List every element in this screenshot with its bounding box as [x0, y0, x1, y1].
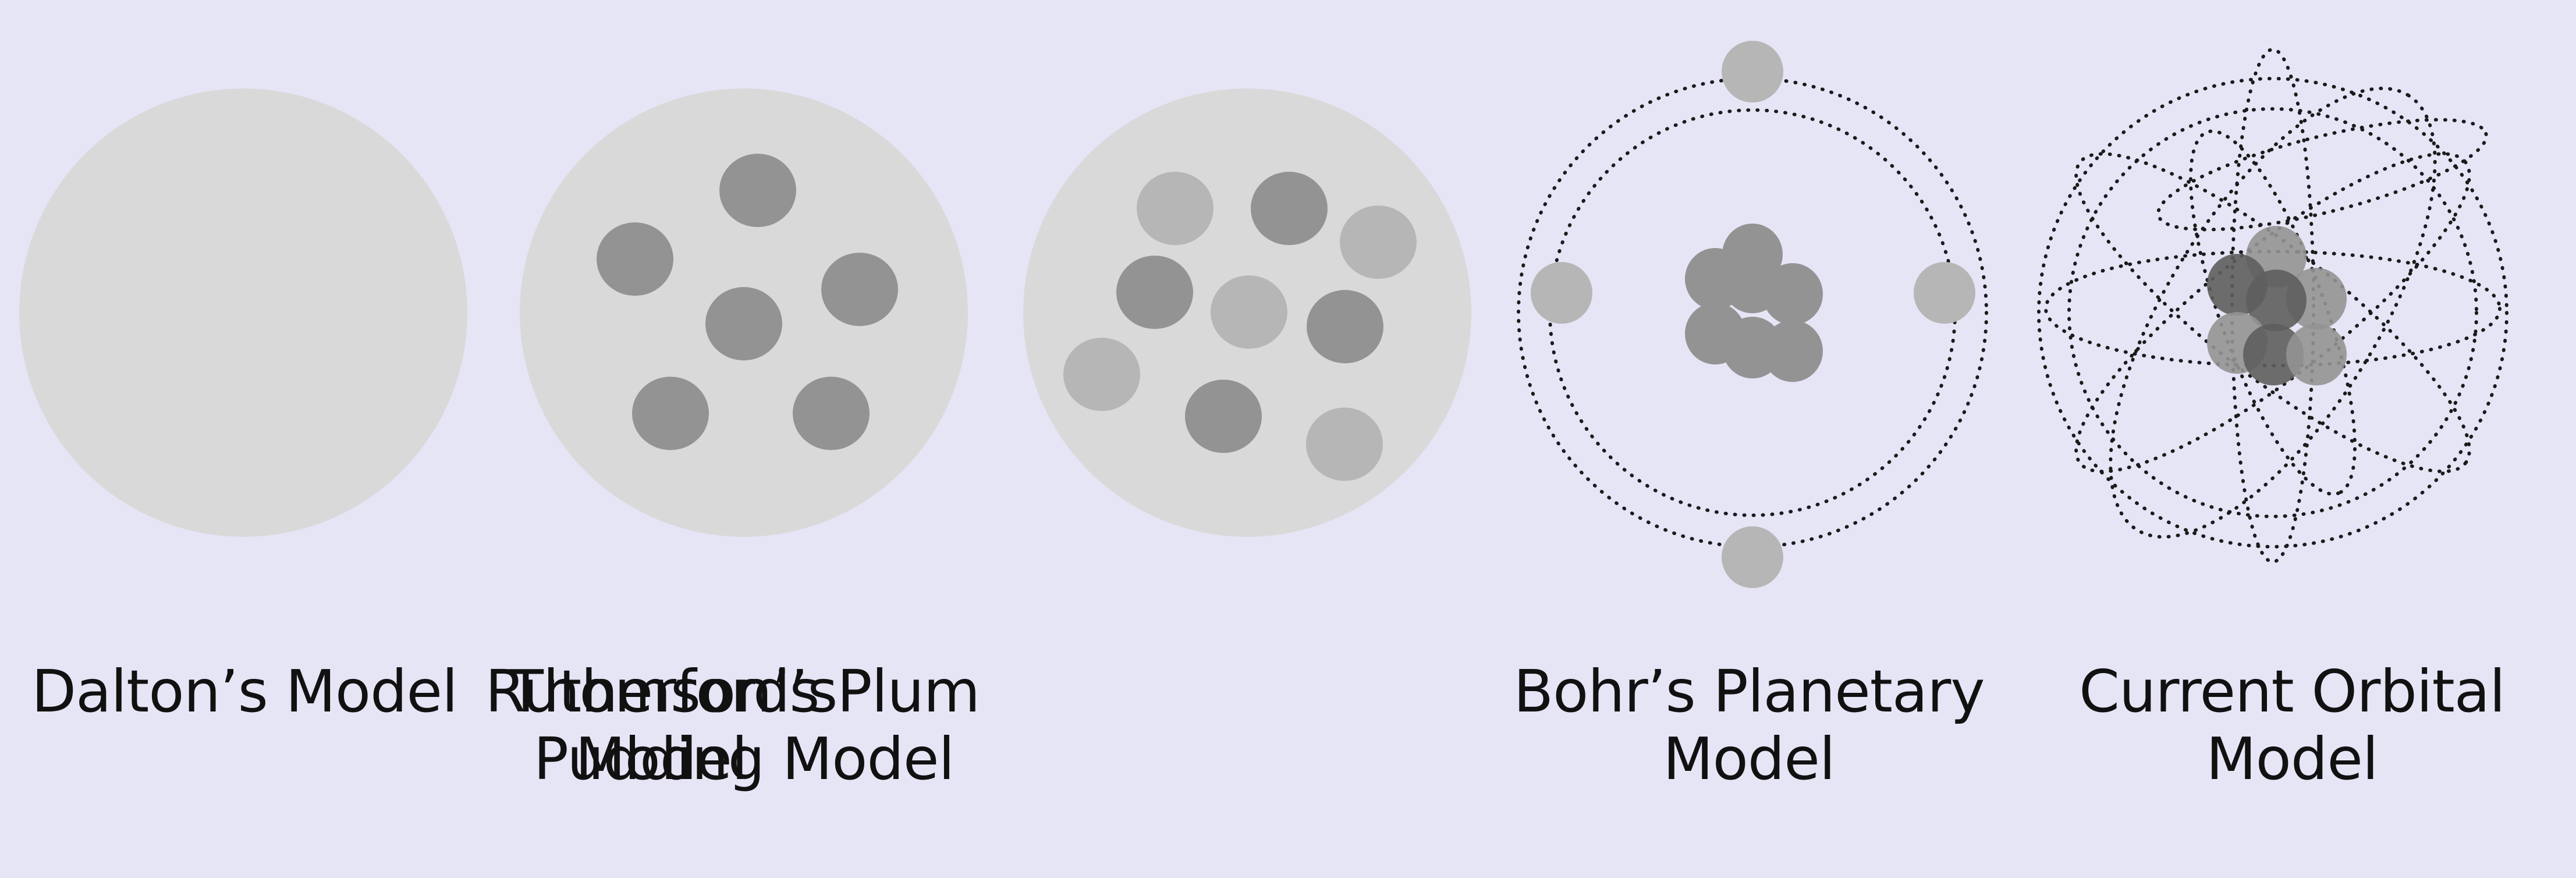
- thomson-electron: [793, 377, 870, 450]
- rutherford-light-particle: [1063, 338, 1140, 411]
- rutherford-model: [1023, 88, 1471, 537]
- current-orbital-model: [2037, 48, 2508, 564]
- orbital-ellipse: [2074, 152, 2471, 473]
- nucleus-particle: [2243, 324, 2304, 385]
- dalton-model: [19, 88, 467, 537]
- caption-dalton-model: Dalton’s Model: [31, 657, 458, 725]
- caption-rutherford-model: Rutherford’s Model: [485, 657, 838, 793]
- rutherford-dark-particle: [1185, 380, 1262, 453]
- rutherford-light-particle: [1306, 408, 1383, 481]
- orbital-ring: [2037, 77, 2508, 548]
- dalton-solid-sphere: [19, 88, 467, 537]
- nucleus-particle: [1762, 320, 1823, 382]
- bohr-outer-orbit: [1517, 77, 1988, 548]
- thomson-electron: [719, 154, 796, 227]
- bohr-electron: [1722, 41, 1783, 102]
- thomson-electron: [597, 222, 673, 296]
- caption-thomson-model: Thomson’s Plum Pudding Model: [508, 657, 980, 793]
- orbital-nucleus: [2207, 226, 2347, 385]
- nucleus-particle: [2246, 270, 2307, 331]
- bohr-electron: [1531, 262, 1592, 324]
- rutherford-dark-particle: [1116, 256, 1193, 329]
- caption-current-orbital-model: Current Orbital Model: [2079, 657, 2506, 793]
- rutherford-dark-particle: [1251, 172, 1328, 245]
- orbital-ring: [2067, 107, 2478, 518]
- bohr-electron: [1722, 526, 1783, 588]
- thomson-electron: [821, 253, 898, 326]
- nucleus-particle: [2286, 324, 2347, 385]
- nucleus-particle: [1762, 263, 1823, 325]
- bohr-model: [1517, 41, 1988, 588]
- thomson-electron: [632, 377, 709, 450]
- caption-bohr-model: Bohr’s Planetary Model: [1513, 657, 1985, 793]
- rutherford-light-particle: [1137, 172, 1214, 245]
- orbital-ellipse: [2156, 118, 2488, 232]
- thomson-model: [520, 88, 968, 537]
- bohr-electron: [1914, 262, 1975, 324]
- rutherford-light-particle: [1211, 275, 1287, 349]
- thomson-electron: [705, 287, 782, 360]
- rutherford-light-particle: [1340, 206, 1417, 279]
- orbital-ellipse: [2109, 86, 2437, 539]
- rutherford-dark-particle: [1307, 290, 1383, 363]
- bohr-nucleus: [1685, 224, 1823, 382]
